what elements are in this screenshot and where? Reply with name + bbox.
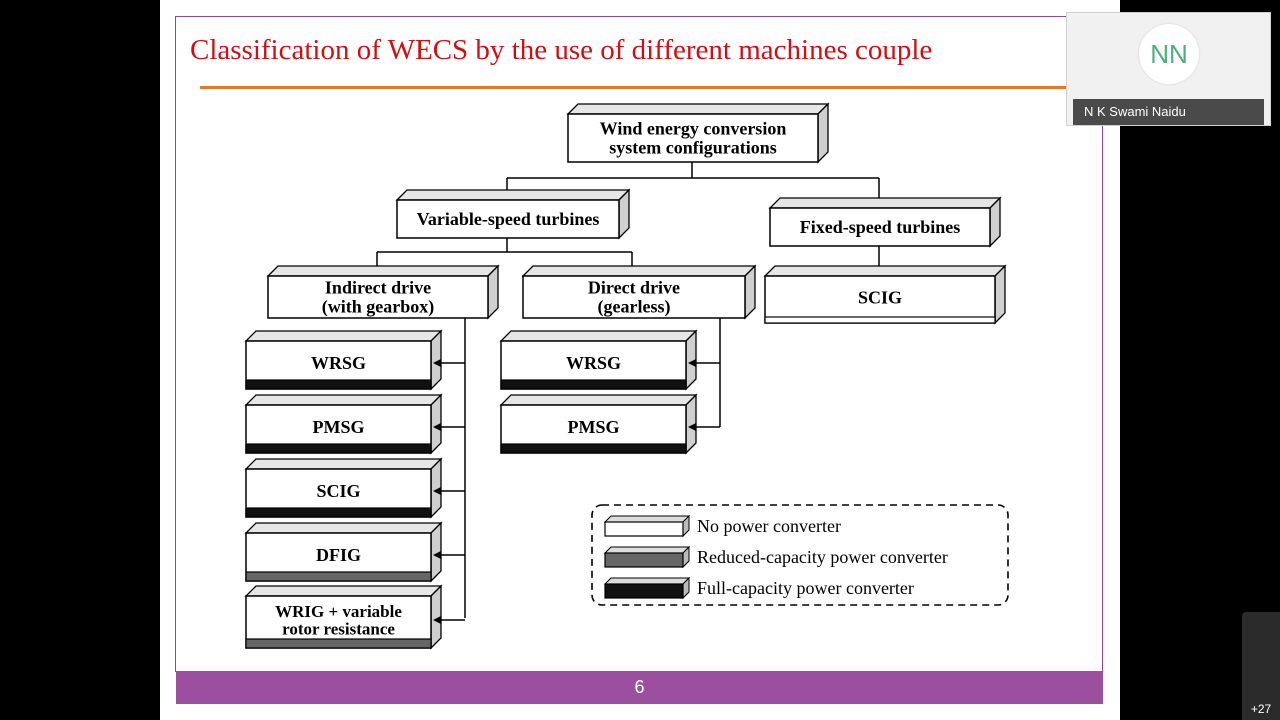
direct-machine-2-converter-band (500, 443, 687, 454)
more-participants-count: +27 (1250, 702, 1272, 716)
legend-swatch-top-1 (603, 515, 691, 523)
fixed-scig-box: SCIG (763, 264, 1007, 325)
legend-border (591, 504, 1009, 606)
indirect-machine-3: SCIG (244, 457, 443, 519)
indirect-machine-3-converter-band (245, 507, 432, 518)
indirect-machine-4-label-1: DFIG (316, 545, 361, 565)
page-number: 6 (634, 677, 645, 697)
indirect-machine-5-converter-band (245, 638, 432, 649)
indirect-machine-2-converter-band (245, 443, 432, 454)
indirect-machine-2-top (244, 394, 443, 406)
participant-video-tile[interactable]: NN N K Swami Naidu (1066, 12, 1271, 126)
fixed-speed-box-front (769, 207, 991, 247)
indirect-drive-box-top (266, 265, 500, 277)
variable-speed-box-front (396, 199, 620, 239)
legend-swatch-3 (604, 583, 684, 599)
arrow-indirect-4 (433, 551, 441, 559)
participant-avatar: NN (1139, 24, 1199, 84)
indirect-machine-5-top (244, 585, 443, 597)
indirect-drive-box: Indirect drive(with gearbox) (266, 264, 500, 320)
direct-machine-2: PMSG (499, 393, 698, 455)
root-box-side (817, 102, 829, 164)
indirect-machine-1-label-1: WRSG (311, 353, 366, 373)
direct-drive-box-label-2: (gearless) (598, 297, 671, 318)
indirect-drive-box-front (267, 275, 489, 319)
direct-drive-box-side (744, 264, 756, 320)
fixed-scig-box-top (763, 265, 1007, 277)
root-box-label-2: system configurations (609, 138, 777, 158)
arrow-direct-1 (688, 359, 696, 367)
root-box-label-1: Wind energy conversion (600, 119, 787, 139)
indirect-drive-box-side (487, 264, 499, 320)
fixed-scig-box-converter-band (764, 316, 996, 324)
indirect-machine-4: DFIG (244, 521, 443, 583)
fixed-scig-box-side (994, 264, 1006, 325)
indirect-machine-5-label-2: rotor resistance (282, 620, 395, 639)
fixed-scig-box-label-1: SCIG (858, 288, 902, 308)
root-box-front (567, 113, 819, 163)
legend-label-1: No power converter (697, 516, 841, 536)
arrow-direct-2 (688, 423, 696, 431)
variable-speed-box: Variable-speed turbines (395, 188, 631, 240)
direct-machine-1-label-1: WRSG (566, 353, 621, 373)
legend-label-2: Reduced-capacity power converter (697, 547, 948, 567)
indirect-machine-1-converter-band (245, 379, 432, 390)
legend-swatch-top-3 (603, 577, 691, 585)
more-participants-button[interactable]: +27 (1242, 612, 1280, 720)
arrow-indirect-2 (433, 423, 441, 431)
title-underline (200, 86, 1080, 89)
direct-drive-box-front (522, 275, 746, 319)
direct-machine-1-top (499, 330, 698, 342)
variable-speed-box-label-1: Variable-speed turbines (417, 209, 600, 229)
indirect-drive-box-label-1: Indirect drive (325, 278, 431, 298)
fixed-scig-box-front (764, 275, 996, 324)
arrow-indirect-1 (433, 359, 441, 367)
indirect-machine-3-label-1: SCIG (316, 481, 360, 501)
indirect-machine-2: PMSG (244, 393, 443, 455)
indirect-machine-1: WRSG (244, 329, 443, 391)
legend-label-3: Full-capacity power converter (697, 578, 914, 598)
arrow-indirect-5 (433, 616, 441, 624)
arrow-indirect-3 (433, 487, 441, 495)
fixed-speed-box-top (768, 197, 1002, 209)
fixed-speed-box: Fixed-speed turbines (768, 196, 1002, 248)
root-box-top (566, 103, 830, 115)
legend-swatch-top-2 (603, 546, 691, 554)
indirect-machine-1-top (244, 330, 443, 342)
indirect-machine-4-top (244, 522, 443, 534)
direct-drive-box-label-1: Direct drive (588, 278, 680, 298)
indirect-machine-4-converter-band (245, 571, 432, 582)
indirect-drive-box-label-2: (with gearbox) (322, 297, 434, 318)
direct-machine-1-converter-band (500, 379, 687, 390)
direct-drive-box-top (521, 265, 757, 277)
variable-speed-box-top (395, 189, 631, 201)
indirect-machine-3-top (244, 458, 443, 470)
indirect-machine-2-label-1: PMSG (313, 417, 365, 437)
indirect-machine-5-label-1: WRIG + variable (275, 602, 402, 621)
legend-swatch-2 (604, 552, 684, 568)
direct-machine-2-label-1: PMSG (568, 417, 620, 437)
direct-machine-2-top (499, 394, 698, 406)
fixed-speed-box-label-1: Fixed-speed turbines (800, 217, 961, 237)
participant-name: N K Swami Naidu (1073, 99, 1264, 125)
slide-title: Classification of WECS by the use of dif… (190, 34, 933, 66)
slide-footer: 6 (176, 671, 1103, 704)
direct-machine-1: WRSG (499, 329, 698, 391)
legend-swatch-1 (604, 521, 684, 537)
direct-drive-box: Direct drive(gearless) (521, 264, 757, 320)
